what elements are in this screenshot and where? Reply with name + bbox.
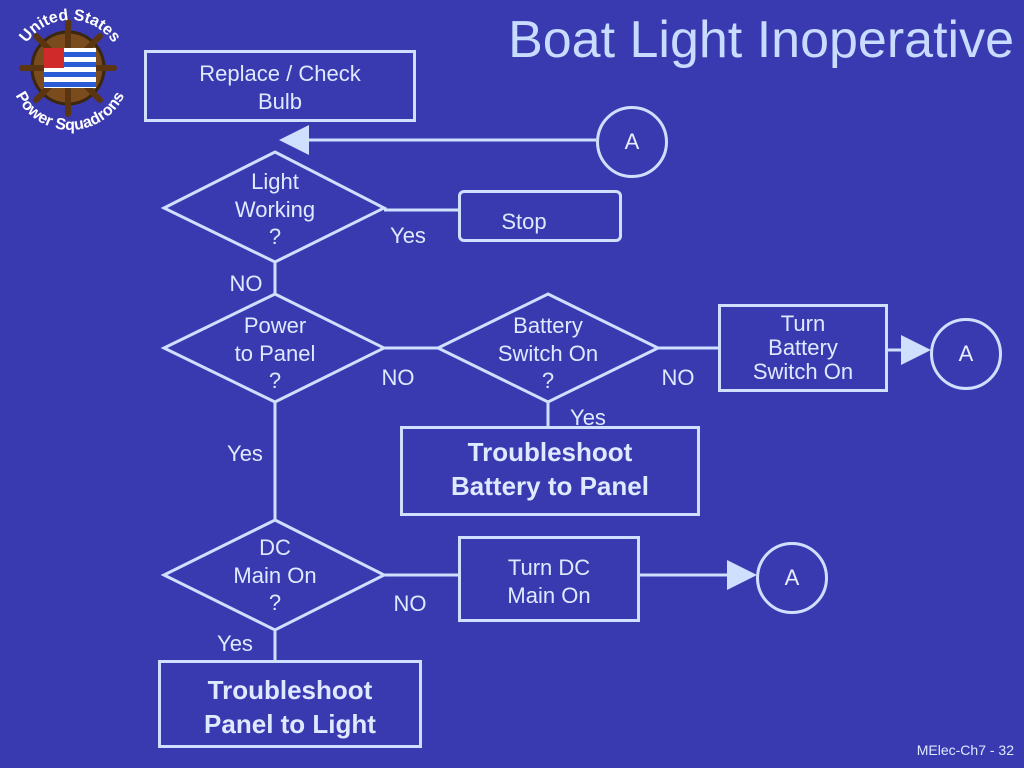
diamond-power-panel bbox=[160, 292, 388, 404]
diamond-dc-main bbox=[160, 518, 388, 632]
box-turn-dc bbox=[458, 536, 640, 622]
label-battery-switch-on: Battery Switch On ? bbox=[497, 313, 599, 393]
label-troubleshoot-battery-to-panel: Troubleshoot Battery to Panel bbox=[451, 437, 649, 501]
connector-a-label: A bbox=[784, 565, 800, 590]
label-stop: Stop bbox=[501, 209, 547, 234]
logo: United States Power Squadrons bbox=[0, 0, 140, 140]
connector-a-label: A bbox=[958, 341, 974, 366]
diamond-light-working bbox=[160, 150, 388, 264]
label-dc-main-on: DC Main On ? bbox=[233, 535, 317, 615]
slide-footer: MElec-Ch7 - 32 bbox=[916, 742, 1014, 758]
label-replace-bulb: Replace / Check Bulb bbox=[199, 61, 361, 114]
box-stop bbox=[458, 190, 622, 242]
box-troubleshoot-battery bbox=[400, 426, 700, 516]
edge-yes-battery: Yes bbox=[570, 405, 606, 430]
box-replace-bulb bbox=[144, 50, 416, 122]
label-troubleshoot-panel-to-light: Troubleshoot Panel to Light bbox=[204, 675, 376, 739]
label-turn-dc-main-on: Turn DC Main On bbox=[507, 555, 591, 608]
edge-no-battery: NO bbox=[661, 365, 695, 390]
edge-yes-power: Yes bbox=[227, 441, 263, 466]
connector-a-label: A bbox=[624, 129, 640, 154]
edge-yes-dc: Yes bbox=[217, 631, 253, 656]
edge-no-light: NO bbox=[229, 271, 263, 296]
diamond-battery-switch bbox=[434, 292, 662, 404]
connector-a-top: A bbox=[596, 106, 668, 178]
page-title: Boat Light Inoperative bbox=[508, 11, 1014, 69]
box-troubleshoot-panel bbox=[158, 660, 422, 748]
connector-a-right: A bbox=[930, 318, 1002, 390]
ship-wheel-flag-icon: United States Power Squadrons bbox=[12, 7, 128, 134]
edge-yes-stop: Yes bbox=[390, 223, 426, 248]
edge-no-power: NO bbox=[381, 365, 415, 390]
connector-a-bottom: A bbox=[756, 542, 828, 614]
label-power-to-panel: Power to Panel ? bbox=[234, 313, 316, 393]
label-turn-battery-switch-on: Turn Battery Switch On bbox=[752, 311, 854, 385]
label-light-working: Light Working ? bbox=[234, 169, 316, 249]
box-turn-battery bbox=[718, 304, 888, 392]
edge-no-dc: NO bbox=[393, 591, 427, 616]
